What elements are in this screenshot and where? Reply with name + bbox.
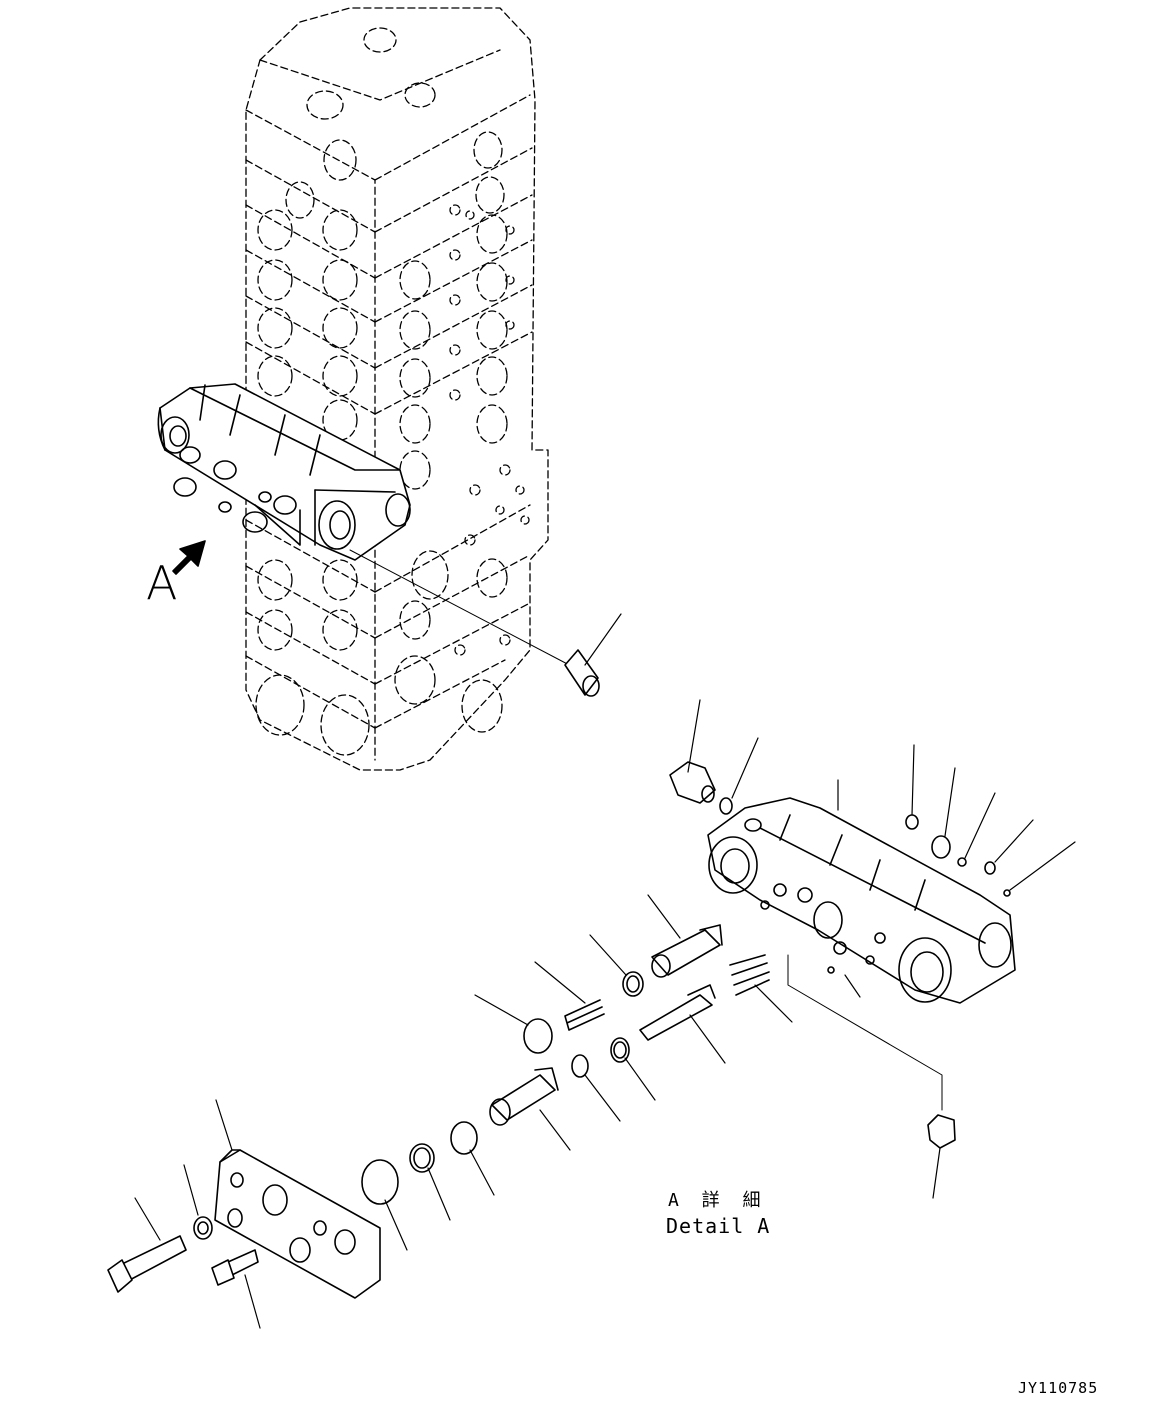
- short-bolt: [211, 1249, 261, 1329]
- fitting-plug: [669, 699, 716, 804]
- retainer-ring-upper: [589, 934, 644, 997]
- drawing-code: JY110785: [1018, 1379, 1099, 1397]
- check-valve: [639, 984, 726, 1064]
- sub-valve-installed: [157, 383, 411, 561]
- view-arrow-icon: [172, 540, 206, 575]
- control-valve-body: [245, 7, 549, 771]
- small-plugs: [837, 744, 1076, 998]
- disc-a: [474, 994, 553, 1054]
- spring-right: [729, 954, 793, 1023]
- disc-d: [361, 1159, 408, 1251]
- sub-valve-housing: [707, 797, 1016, 1004]
- disc-b: [571, 1054, 621, 1122]
- spool-lower: [489, 1067, 571, 1151]
- spring-left: [534, 961, 605, 1031]
- view-marker-letter: A: [146, 556, 178, 610]
- plug-main-view: [349, 549, 622, 697]
- ring-c: [409, 1143, 451, 1221]
- bolt-heads: [173, 446, 297, 533]
- detail-label-english: Detail A: [666, 1214, 771, 1238]
- ring-b: [610, 1037, 656, 1101]
- o-ring: [719, 737, 759, 815]
- long-bolt: [107, 1197, 187, 1293]
- detail-label-japanese: A 詳 細: [668, 1190, 767, 1211]
- spool-upper: [647, 894, 723, 978]
- plug-detail: [787, 954, 956, 1199]
- washer: [183, 1164, 213, 1240]
- cover-plate: [214, 1099, 381, 1299]
- disc-c: [450, 1121, 495, 1196]
